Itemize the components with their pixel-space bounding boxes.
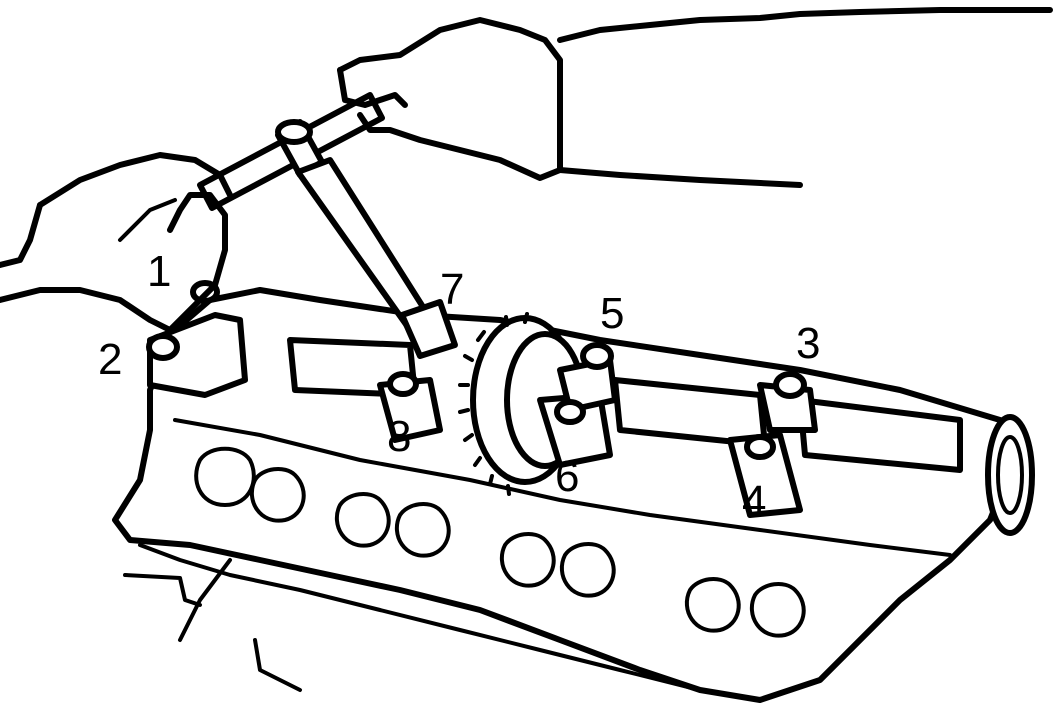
sequence-label-8: 8 [387,412,412,461]
sequence-label-6: 6 [555,452,580,501]
bolt-head-8 [387,371,419,397]
sequence-label-5: 5 [600,289,625,338]
bolt-head-6 [554,399,586,425]
wrench [197,92,458,359]
sequence-label-3: 3 [796,319,821,368]
bolt-heads [146,280,807,460]
bolt-head-3 [773,371,807,399]
right-hand [337,7,1053,188]
bolt-head-4 [744,434,776,460]
bolt-head-5 [580,342,614,370]
valve-pockets [194,446,806,638]
sequence-label-7: 7 [440,265,465,314]
sequence-label-2: 2 [98,335,123,384]
left-hand [0,152,233,333]
sequence-label-1: 1 [147,247,172,296]
camshaft [287,337,1035,536]
sequence-label-4: 4 [742,477,767,526]
bolt-head-2 [146,333,180,361]
